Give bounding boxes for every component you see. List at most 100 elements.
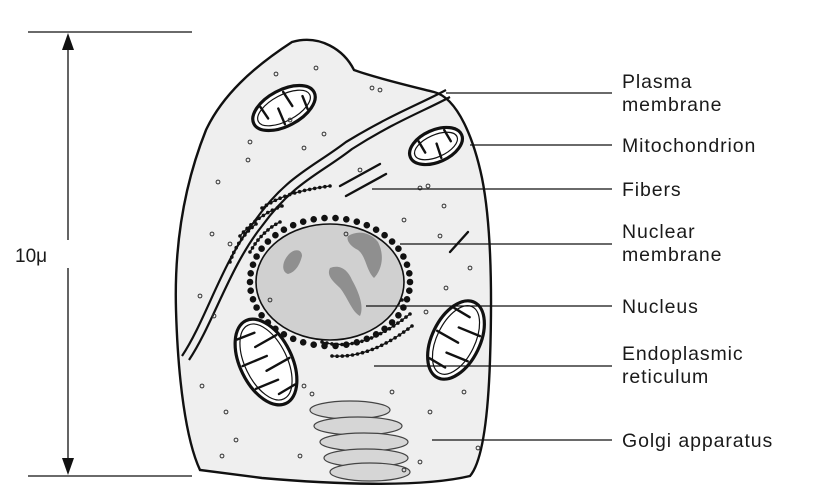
ribosome xyxy=(240,237,244,241)
golgi-sac xyxy=(314,417,402,435)
ribosome xyxy=(253,242,257,246)
ribosome xyxy=(303,189,307,193)
ribosome xyxy=(406,327,410,331)
ribosome xyxy=(371,348,375,352)
ribosome xyxy=(396,321,400,325)
membrane-bead xyxy=(290,336,297,343)
ribosome xyxy=(278,196,282,200)
ribosome xyxy=(275,206,279,210)
ribosome xyxy=(228,260,232,264)
ribosome xyxy=(351,353,355,357)
ribosome xyxy=(402,330,406,334)
membrane-bead xyxy=(395,312,402,319)
membrane-bead xyxy=(258,245,265,252)
membrane-bead xyxy=(389,319,396,326)
ribosome xyxy=(250,226,254,230)
label-nucleus: Nucleus xyxy=(622,296,699,318)
ribosome xyxy=(341,354,345,358)
ribosome xyxy=(389,339,393,343)
ribosome xyxy=(323,185,327,189)
membrane-bead xyxy=(343,216,350,223)
membrane-bead xyxy=(400,253,407,260)
membrane-bead xyxy=(406,270,413,277)
ribosome xyxy=(361,351,365,355)
ribosome xyxy=(410,324,414,328)
ribosome xyxy=(380,344,384,348)
membrane-bead xyxy=(250,261,257,268)
ribosome xyxy=(274,199,278,203)
membrane-bead xyxy=(343,341,350,348)
ribosome xyxy=(293,191,297,195)
ribosome xyxy=(356,352,360,356)
ribosome xyxy=(393,336,397,340)
labels: Plasma membrane Mitochondrion Fibers Nuc… xyxy=(622,71,773,452)
membrane-bead xyxy=(247,279,254,286)
membrane-bead xyxy=(400,304,407,311)
ribosome xyxy=(263,231,267,235)
ribosome xyxy=(335,354,339,358)
membrane-bead xyxy=(381,232,388,239)
label-endoplasmic-reticulum: Endoplasmic reticulum xyxy=(622,343,750,388)
ribosome xyxy=(370,336,374,340)
membrane-bead xyxy=(258,312,265,319)
ribosome xyxy=(298,190,302,194)
scale-label: 10μ xyxy=(15,246,47,267)
membrane-bead xyxy=(253,304,260,311)
ribosome xyxy=(274,223,278,227)
ribosome xyxy=(260,206,264,210)
ribosome xyxy=(404,315,408,319)
ribosome xyxy=(266,211,270,215)
label-nuclear-membrane: Nuclear membrane xyxy=(622,221,722,266)
ribosome xyxy=(408,312,412,316)
ribosome xyxy=(280,204,284,208)
membrane-bead xyxy=(404,261,411,268)
membrane-bead xyxy=(364,222,371,229)
ribosome xyxy=(278,220,282,224)
ribosome xyxy=(313,187,317,191)
membrane-bead xyxy=(381,326,388,333)
membrane-bead xyxy=(247,270,254,277)
label-plasma-membrane: Plasma membrane xyxy=(622,71,722,116)
ribosome xyxy=(247,229,251,233)
membrane-bead xyxy=(373,226,380,233)
golgi-sac xyxy=(310,401,390,419)
ribosome xyxy=(288,193,292,197)
membrane-bead xyxy=(321,215,328,222)
ribosome xyxy=(256,238,260,242)
membrane-bead xyxy=(354,339,361,346)
membrane-bead xyxy=(272,232,279,239)
ribosome xyxy=(308,188,312,192)
ribosome xyxy=(265,203,269,207)
ribosome xyxy=(330,354,334,358)
golgi-sac xyxy=(330,463,410,481)
membrane-bead xyxy=(253,253,260,260)
ribosome xyxy=(318,186,322,190)
membrane-bead xyxy=(321,343,328,350)
scale-bar: 10μ xyxy=(15,32,192,476)
ribosome xyxy=(234,246,238,250)
ribosome xyxy=(251,246,255,250)
golgi-sac xyxy=(320,433,408,451)
ribosome xyxy=(270,225,274,229)
nucleus xyxy=(256,224,404,340)
ribosome xyxy=(259,235,263,239)
ribosome xyxy=(283,195,287,199)
ribosome xyxy=(254,222,258,226)
ribosome xyxy=(346,354,350,358)
label-fibers: Fibers xyxy=(622,179,682,201)
membrane-bead xyxy=(407,279,414,286)
membrane-bead xyxy=(404,296,411,303)
ribosome xyxy=(232,251,236,255)
ribosome xyxy=(328,184,332,188)
membrane-bead xyxy=(354,218,361,225)
membrane-bead xyxy=(395,245,402,252)
membrane-bead xyxy=(290,222,297,229)
membrane-bead xyxy=(250,296,257,303)
ribosome xyxy=(243,233,247,237)
membrane-bead xyxy=(406,287,413,294)
label-mitochondrion: Mitochondrion xyxy=(622,135,756,157)
membrane-bead xyxy=(310,216,317,223)
membrane-bead xyxy=(364,336,371,343)
membrane-bead xyxy=(300,218,307,225)
